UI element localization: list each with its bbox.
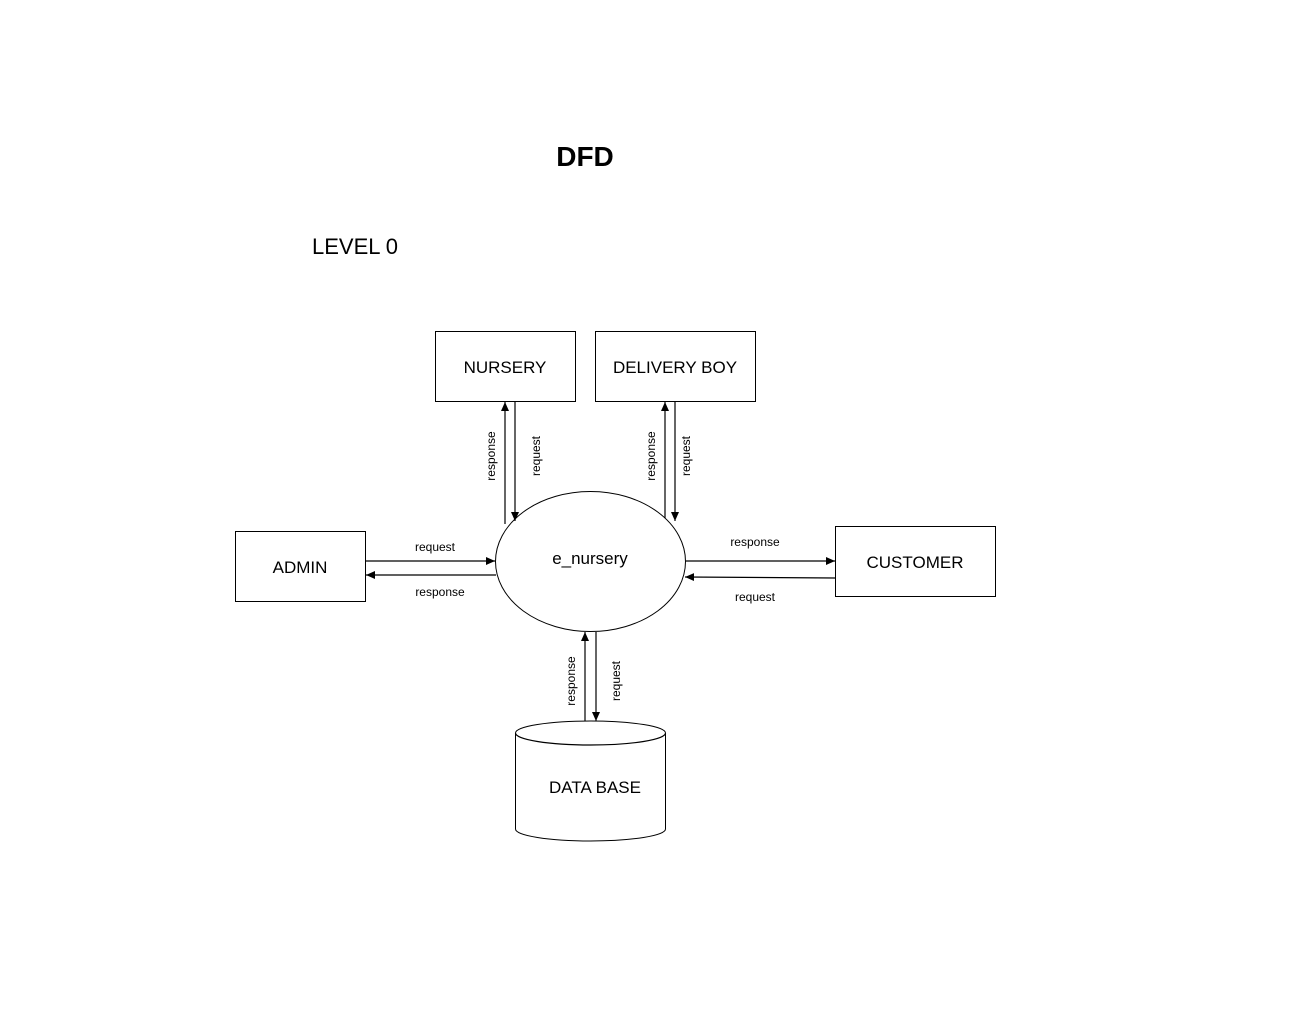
nursery-response-label: response bbox=[484, 431, 498, 481]
admin-label: ADMIN bbox=[273, 558, 328, 577]
process-e-nursery: e_nursery bbox=[495, 491, 686, 632]
delivery-boy-label: DELIVERY BOY bbox=[613, 358, 737, 377]
delivery-boy-entity: DELIVERY BOY bbox=[595, 331, 756, 402]
diagram-title: DFD bbox=[556, 141, 614, 172]
customer-entity: CUSTOMER bbox=[835, 526, 996, 597]
database-request-label: request bbox=[609, 660, 623, 701]
delivery-boy-response-label: response bbox=[644, 431, 658, 481]
database-label: DATA BASE bbox=[549, 778, 641, 797]
level-label: LEVEL 0 bbox=[312, 234, 398, 259]
customer-label: CUSTOMER bbox=[867, 553, 964, 572]
admin-request-label: request bbox=[415, 540, 456, 554]
customer-request-label: request bbox=[735, 590, 776, 604]
customer-response-label: response bbox=[730, 535, 780, 549]
process-label: e_nursery bbox=[552, 549, 628, 568]
admin-entity: ADMIN bbox=[235, 531, 366, 602]
database-store: DATA BASE bbox=[514, 720, 667, 842]
delivery-boy-request-label: request bbox=[679, 435, 693, 476]
nursery-label: NURSERY bbox=[464, 358, 547, 377]
database-response-label: response bbox=[564, 656, 578, 706]
customer-request-arrow bbox=[684, 573, 836, 582]
admin-response-label: response bbox=[415, 585, 465, 599]
nursery-request-label: request bbox=[529, 435, 543, 476]
nursery-entity: NURSERY bbox=[435, 331, 576, 402]
